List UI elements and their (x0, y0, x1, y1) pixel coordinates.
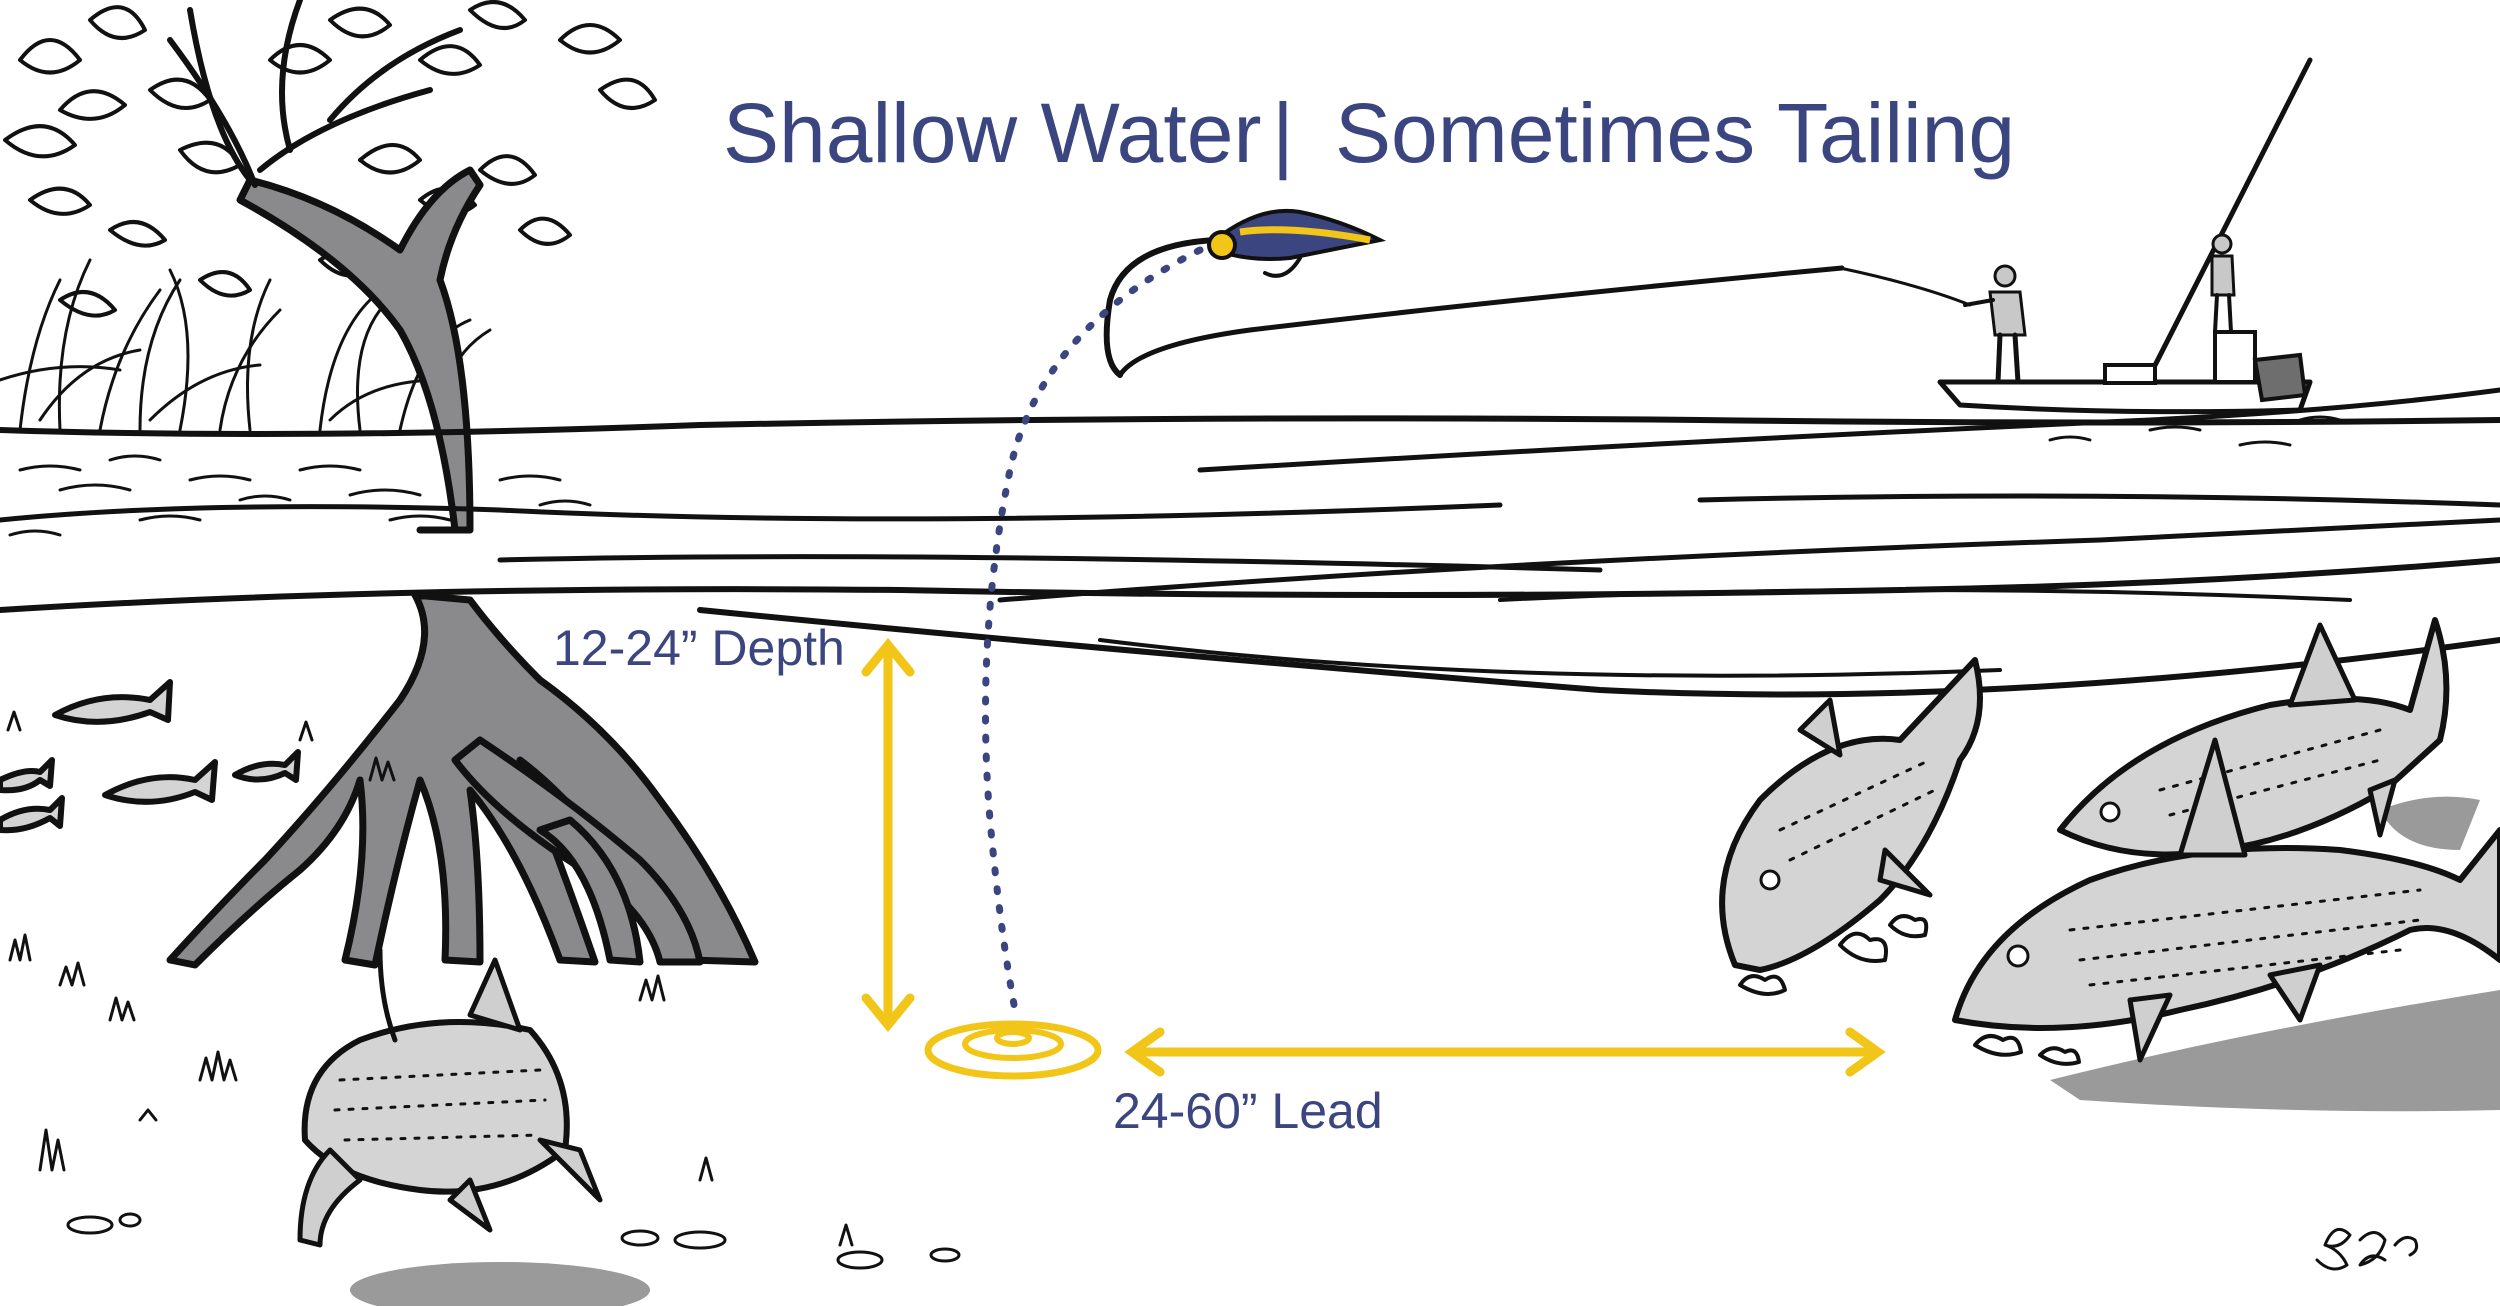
title-right: Sometimes Tailing (1335, 86, 2015, 180)
lead-label: 24-60” Lead (1113, 1083, 1383, 1139)
mangrove-trunk (236, 166, 484, 534)
tailing-bonefish-left (297, 947, 650, 1306)
fly-lure (1207, 208, 1387, 278)
fly-landing-ripple (924, 1020, 1102, 1080)
seagrass (6, 710, 854, 1247)
bonefish-middle (1719, 657, 1983, 973)
depth-arrow (861, 637, 915, 1033)
title-group: Shallow Water | Sometimes Tailing (723, 86, 2015, 180)
angler-figure (1963, 264, 2027, 385)
water-lines (0, 387, 2500, 698)
pebbles (66, 1212, 961, 1270)
dotted-leader (982, 246, 1204, 1014)
poler-figure (2210, 233, 2236, 334)
depth-indicator: 12-24” Depth (553, 620, 915, 1033)
mangrove-canopy (0, 0, 657, 534)
shore-ripples (8, 454, 592, 537)
title-left: Shallow Water (723, 86, 1261, 180)
bonefish-bottom (1952, 737, 2500, 1063)
underwater-roots (166, 591, 759, 969)
bonefish-school-right (1719, 617, 2500, 1112)
fly-line (982, 208, 1845, 1014)
skiff-group (1838, 57, 2342, 447)
skiff-hull (1937, 379, 2313, 415)
lead-arrow (1124, 1027, 1886, 1077)
lead-indicator: 24-60” Lead (1113, 1027, 1886, 1139)
artist-signature (2315, 1227, 2419, 1271)
depth-label: 12-24” Depth (553, 620, 845, 676)
small-fish-school (0, 679, 301, 834)
title-separator: | (1272, 86, 1294, 180)
